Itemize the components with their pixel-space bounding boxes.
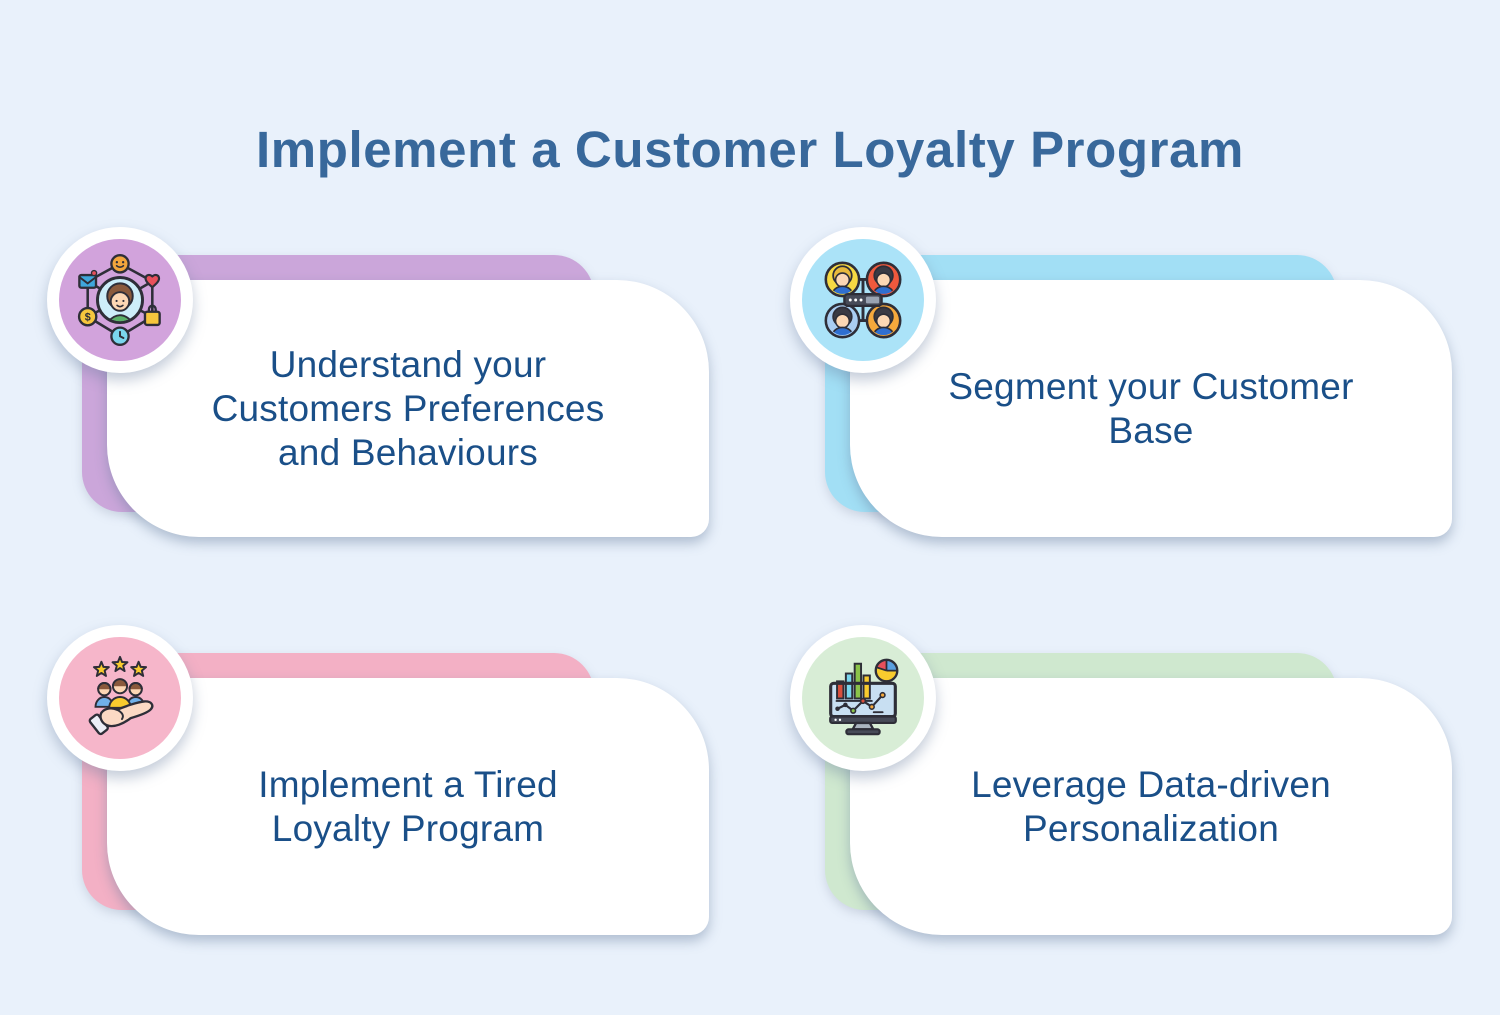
card-title-line: Loyalty Program xyxy=(271,807,545,849)
customer-profile-network-icon: $ xyxy=(59,239,181,361)
card-surface: Segment your Customer Base xyxy=(850,280,1452,537)
card-title-line: Personalization xyxy=(1023,807,1279,849)
card-surface: Leverage Data-driven Personalization xyxy=(850,678,1452,935)
card-title-line: Understand your xyxy=(269,343,547,385)
card-title-line: Base xyxy=(1108,409,1194,451)
icon-badge: $ xyxy=(47,227,193,373)
card-title: Understand your Customers Preferences an… xyxy=(212,343,605,475)
card-data-driven-personalization: Leverage Data-driven Personalization xyxy=(790,625,1485,953)
svg-text:$: $ xyxy=(85,312,91,324)
card-understand-customer-preferences: Understand your Customers Preferences an… xyxy=(47,227,742,555)
card-surface: Implement a Tired Loyalty Program xyxy=(107,678,709,935)
card-title: Implement a Tired Loyalty Program xyxy=(258,763,558,851)
card-title: Segment your Customer Base xyxy=(948,365,1353,453)
icon-badge xyxy=(790,625,936,771)
card-title-line: Segment your Customer xyxy=(948,365,1354,407)
customer-segmentation-hub-icon xyxy=(802,239,924,361)
card-tiered-loyalty-program: Implement a Tired Loyalty Program xyxy=(47,625,742,953)
card-surface: Understand your Customers Preferences an… xyxy=(107,280,709,537)
card-title-line: Customers Preferences xyxy=(211,387,605,429)
card-title-line: and Behaviours xyxy=(278,431,538,473)
hand-presenting-customers-stars-icon xyxy=(59,637,181,759)
card-title-line: Leverage Data-driven xyxy=(971,763,1331,805)
card-title: Leverage Data-driven Personalization xyxy=(971,763,1331,851)
card-title-line: Implement a Tired xyxy=(258,763,558,805)
card-segment-customer-base: Segment your Customer Base xyxy=(790,227,1485,555)
icon-badge xyxy=(790,227,936,373)
icon-badge xyxy=(47,625,193,771)
page-title: Implement a Customer Loyalty Program xyxy=(255,121,1244,179)
analytics-dashboard-monitor-icon xyxy=(802,637,924,759)
